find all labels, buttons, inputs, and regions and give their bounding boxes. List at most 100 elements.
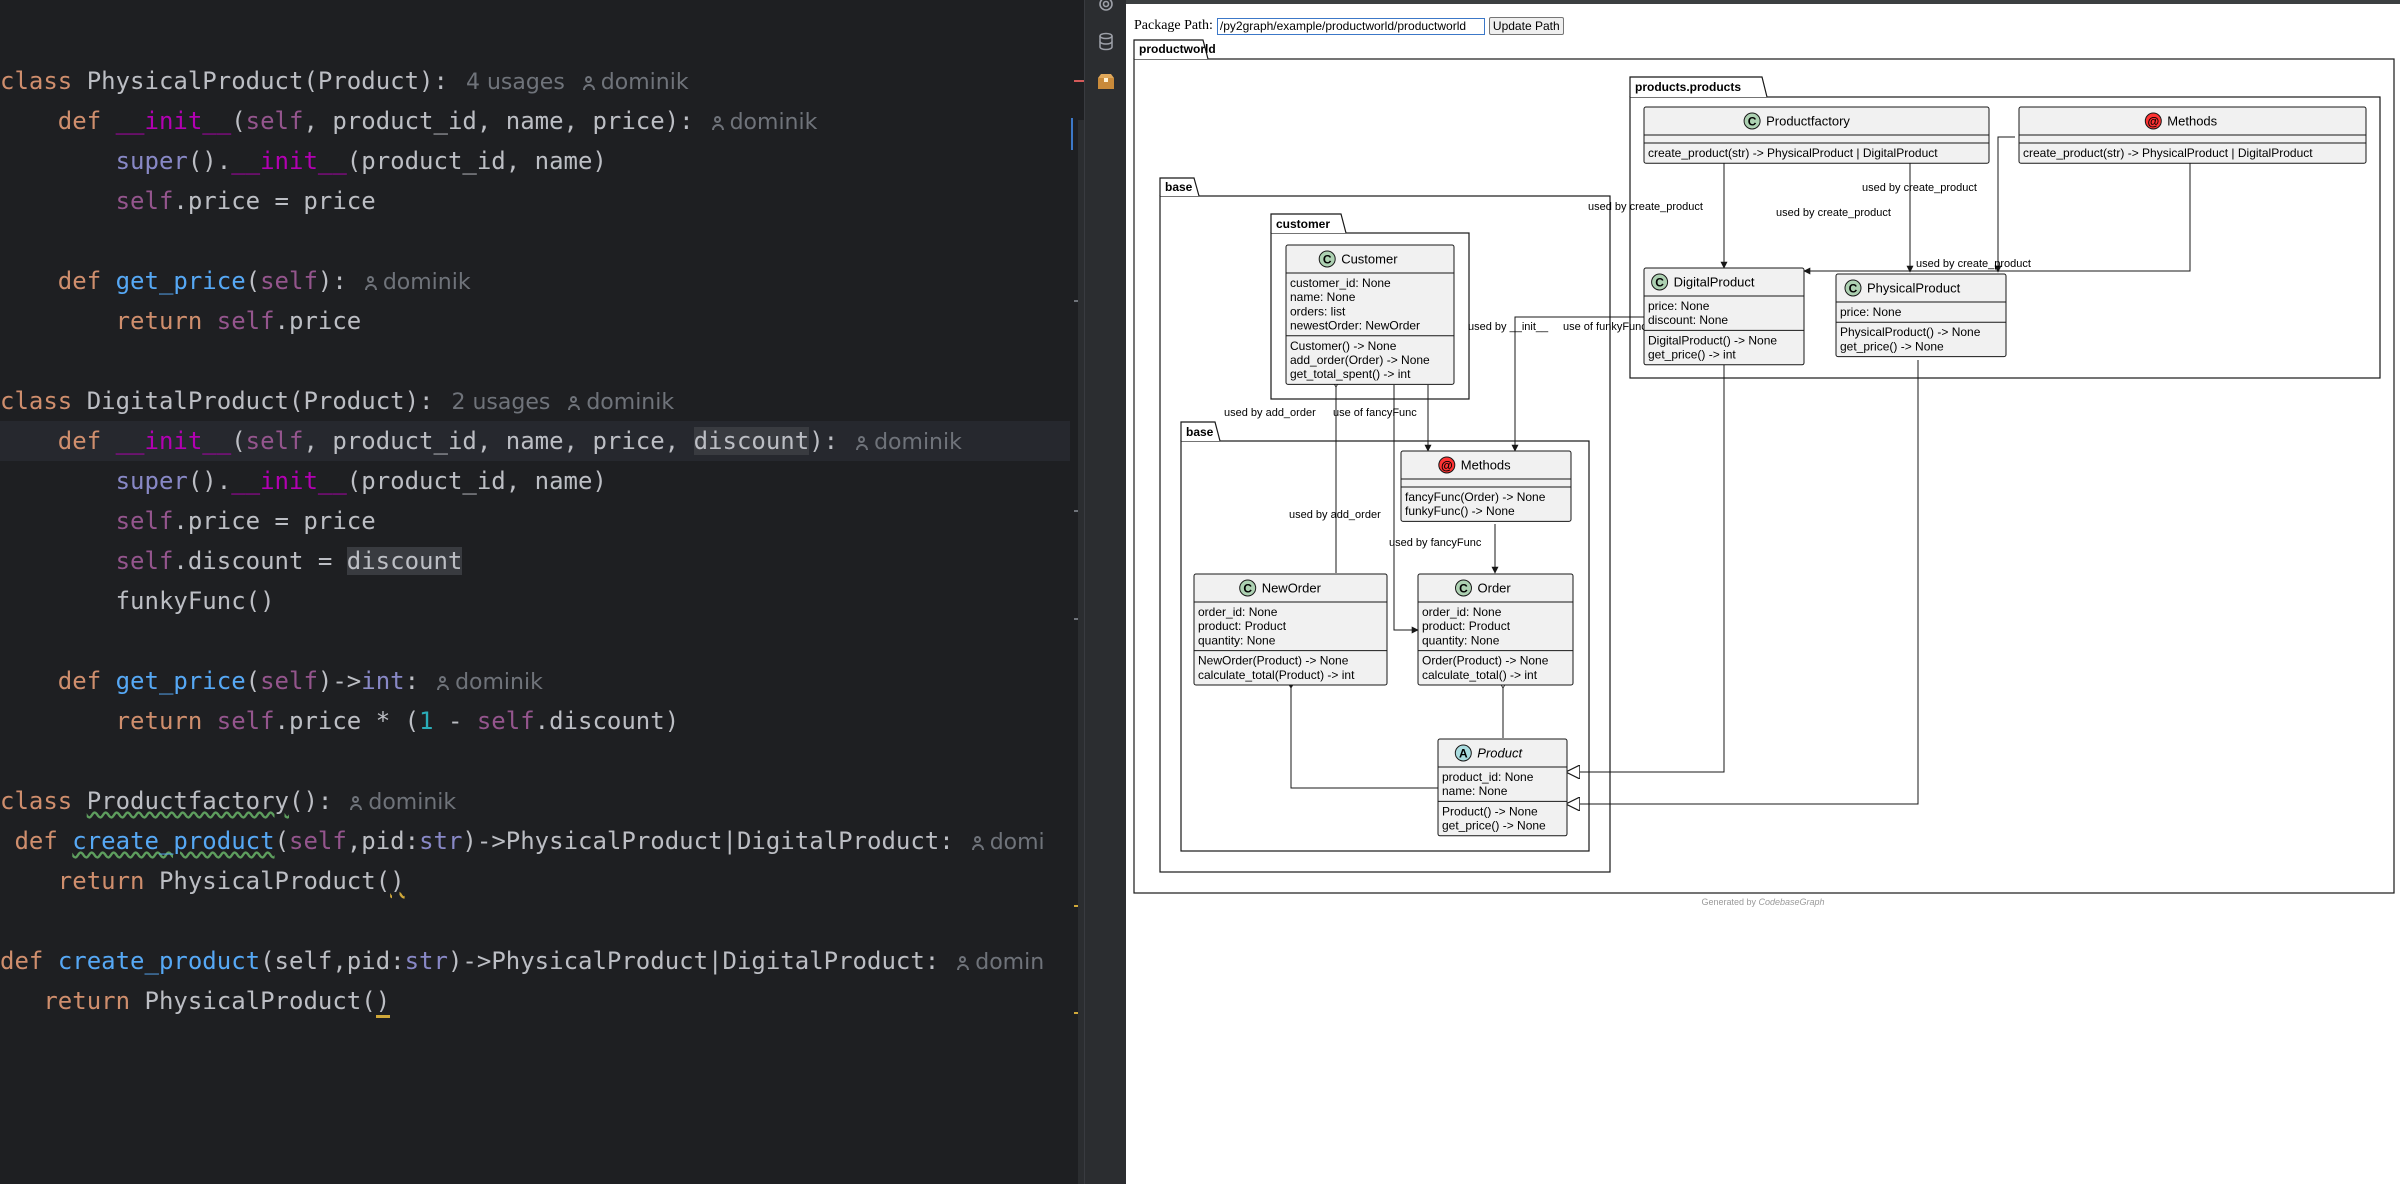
- package-productworld: productworld: [1133, 39, 2395, 894]
- class-stereotype-icon: C: [1239, 579, 1257, 597]
- class-methods_base[interactable]: @ Methods fancyFunc(Order) -> NonefunkyFun…: [1400, 450, 1572, 522]
- edge-labels: used by create_product used by create_pr…: [1224, 182, 2031, 549]
- class-method: Product() -> None: [1442, 804, 1538, 818]
- stereotype-letter: C: [1323, 253, 1332, 267]
- class-method: fancyFunc(Order) -> None: [1405, 490, 1546, 504]
- class-field: product: Product: [1198, 619, 1287, 633]
- person-icon: [971, 836, 984, 850]
- class-stereotype-icon: @: [2144, 112, 2162, 130]
- class-name: Product: [1477, 746, 1523, 761]
- edge-methods-digital: [1803, 162, 2191, 275]
- code-line-9: super().__init__(product_id, name): [115, 467, 607, 495]
- class-name: Order: [1478, 581, 1512, 596]
- person-icon: [711, 116, 724, 130]
- tool-window-strip: [1084, 0, 1127, 1184]
- class-method: get_price() -> None: [1442, 819, 1546, 833]
- class-field: order_id: None: [1198, 605, 1278, 619]
- code-line-16: def create_product(self,pid:str)->Physic…: [14, 827, 1045, 855]
- stereotype-letter: A: [1459, 747, 1468, 761]
- code-line-13: def get_price(self)->int:dominik: [57, 667, 543, 695]
- edge-physical-product: [1567, 360, 1919, 804]
- stereotype-letter: @: [1441, 459, 1453, 473]
- package-path-bar: Package Path: Update Path: [1134, 16, 1564, 36]
- code-line-14: return self.price * (1 - self.discount): [115, 707, 680, 735]
- edge-label: used by add_order: [1224, 407, 1316, 419]
- code-line-10: self.price = price: [115, 507, 376, 535]
- code-line-8-current: def __init__(self, product_id, name, pri…: [0, 421, 1074, 461]
- person-icon: [364, 276, 377, 290]
- person-icon: [568, 396, 581, 410]
- author-hint: domin: [939, 950, 1044, 975]
- class-field: price: None: [1840, 305, 1902, 319]
- class-field: newestOrder: NewOrder: [1290, 319, 1420, 333]
- class-name: PhysicalProduct: [1867, 281, 1961, 296]
- author-hint: dominik: [838, 430, 962, 455]
- edge-label: used by create_product: [1776, 207, 1891, 219]
- change-marker: [1071, 118, 1073, 150]
- author-hint: dominik: [565, 70, 689, 95]
- package-icon[interactable]: [1096, 72, 1116, 92]
- author-hint: dominik: [550, 390, 674, 415]
- class-name: DigitalProduct: [1674, 275, 1755, 290]
- code-line-18: def create_product(self,pid:str)->Physic…: [0, 947, 1045, 975]
- editor-scrollbar[interactable]: [1078, 120, 1084, 1184]
- class-stereotype-icon: C: [1455, 579, 1472, 597]
- class-stereotype-icon: @: [1438, 456, 1456, 474]
- update-path-button[interactable]: Update Path: [1488, 17, 1564, 35]
- database-icon[interactable]: [1096, 32, 1116, 52]
- class-name: Customer: [1341, 252, 1398, 267]
- package-products: products.products: [1629, 76, 2381, 379]
- code-line-6: return self.price: [115, 307, 362, 335]
- edge-methods-physical: [1994, 136, 2015, 273]
- stereotype-letter: @: [2147, 115, 2159, 129]
- edge-customer-order: [1393, 385, 1419, 634]
- class-method: funkyFunc() -> None: [1405, 504, 1515, 518]
- class-method: get_price() -> int: [1648, 348, 1736, 362]
- package-path-input[interactable]: [1216, 17, 1485, 35]
- class-name: NewOrder: [1262, 581, 1322, 596]
- package-base-inner: base: [1180, 421, 1590, 852]
- person-icon: [582, 76, 595, 90]
- class-field: product: Product: [1422, 619, 1511, 633]
- author-hint: domi: [954, 830, 1045, 855]
- package-label: base: [1165, 180, 1193, 194]
- class-method: Customer() -> None: [1290, 339, 1397, 353]
- edge-label: used by create_product: [1862, 182, 1977, 194]
- at-sign-icon[interactable]: [1096, 0, 1116, 14]
- package-label: products.products: [1635, 80, 1741, 94]
- error-marker: [1074, 80, 1084, 82]
- edge-label: use of fancyFunc: [1333, 407, 1417, 419]
- package-base-outer: base: [1159, 177, 1611, 873]
- class-method: calculate_total() -> int: [1422, 668, 1538, 682]
- usages-hint[interactable]: 2 usages: [451, 390, 551, 415]
- class-name: Methods: [1461, 458, 1511, 473]
- diagram-panel: Package Path: Update Path productworld p…: [1126, 0, 2400, 1184]
- class-stereotype-icon: C: [1743, 112, 1761, 130]
- class-field: discount: None: [1648, 313, 1728, 327]
- edge-label: used by __init__: [1468, 321, 1549, 333]
- class-field: customer_id: None: [1290, 276, 1391, 290]
- person-icon: [856, 436, 869, 450]
- package-label: productworld: [1139, 42, 1216, 56]
- class-method: PhysicalProduct() -> None: [1840, 325, 1981, 339]
- class-method: calculate_total(Product) -> int: [1198, 668, 1355, 682]
- usages-hint[interactable]: 4 usages: [465, 70, 565, 95]
- class-field: orders: list: [1290, 304, 1346, 318]
- stereotype-letter: C: [1459, 582, 1468, 596]
- code-line-3: super().__init__(product_id, name): [115, 147, 607, 175]
- code-line-15: class Productfactory():dominik: [0, 787, 457, 815]
- class-stereotype-icon: C: [1318, 250, 1336, 268]
- person-icon: [350, 796, 363, 810]
- person-icon: [957, 956, 970, 970]
